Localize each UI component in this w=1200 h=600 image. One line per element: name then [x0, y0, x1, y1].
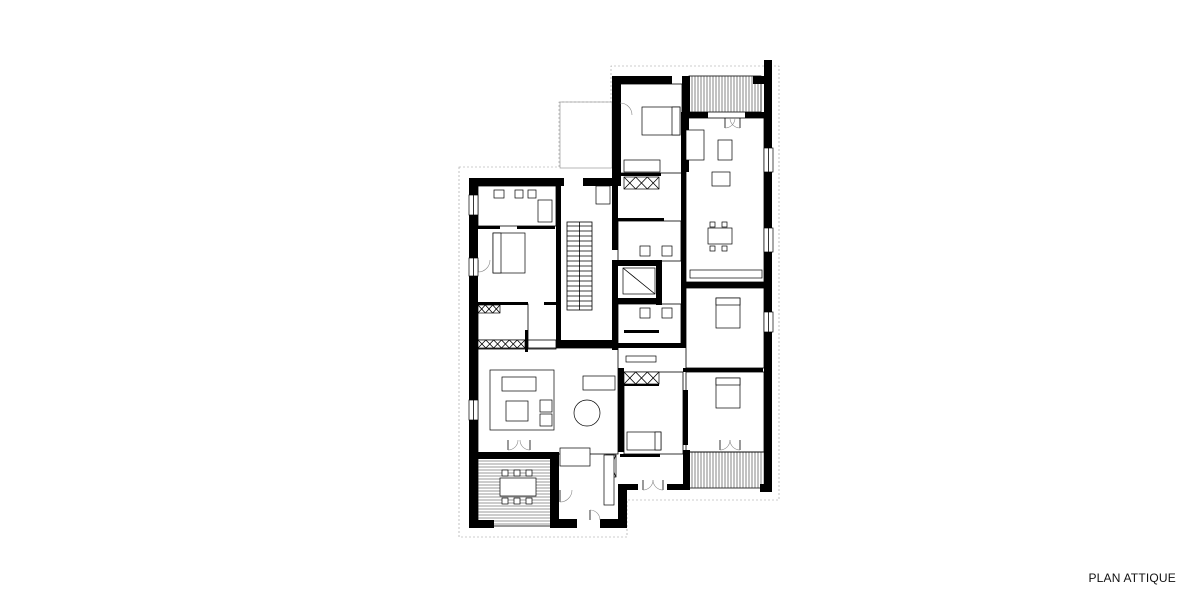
door-swing	[642, 479, 654, 491]
door-swings	[477, 102, 741, 521]
partitions	[477, 83, 765, 455]
window	[763, 311, 774, 333]
door-swing	[652, 479, 664, 491]
window	[763, 227, 774, 253]
window	[468, 257, 479, 277]
door-swing	[619, 102, 633, 116]
wardrobe	[623, 176, 660, 190]
interior-walls	[478, 112, 768, 457]
exterior-walls	[469, 60, 772, 528]
terrace-south	[688, 451, 766, 489]
terrace-dining	[499, 469, 537, 505]
staircase	[566, 221, 593, 311]
door-swing	[729, 439, 741, 451]
drawing-caption: PLAN ATTIQUE	[1088, 571, 1176, 585]
wardrobe	[477, 339, 526, 349]
canopy-outline	[559, 101, 613, 169]
living-furniture	[489, 369, 616, 506]
door-swing	[507, 439, 519, 451]
roof-outline	[458, 65, 780, 538]
door-swing	[729, 117, 741, 129]
door-swing	[519, 439, 531, 451]
beds	[492, 106, 741, 451]
windows	[468, 147, 774, 421]
door-swing	[559, 489, 573, 503]
door-swing	[724, 117, 736, 129]
northeast-furniture	[685, 129, 763, 279]
window	[468, 399, 479, 421]
door-swing	[719, 439, 731, 451]
wardrobe	[623, 371, 660, 385]
door-swing	[589, 509, 601, 521]
wardrobe	[477, 304, 501, 314]
window	[468, 194, 479, 216]
terrace-north	[688, 75, 762, 113]
window	[763, 147, 774, 173]
sanitary-fixtures	[493, 159, 673, 363]
door-swing	[477, 259, 491, 273]
wardrobes	[477, 176, 660, 478]
